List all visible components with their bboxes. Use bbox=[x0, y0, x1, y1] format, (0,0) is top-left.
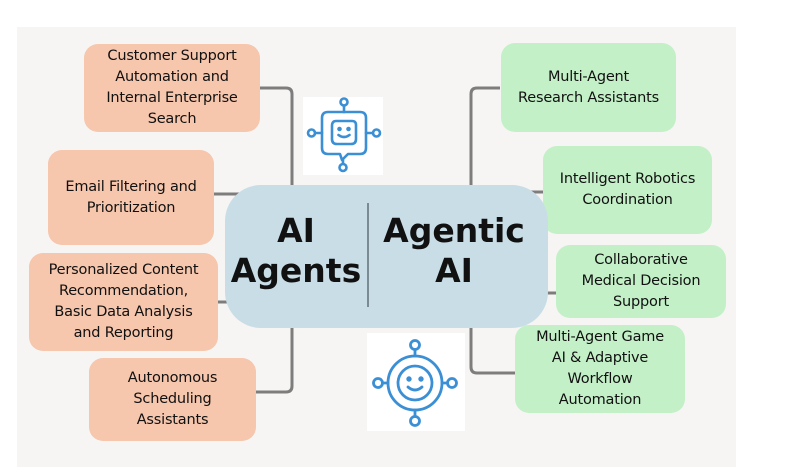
chatbot-robot-icon bbox=[303, 97, 383, 175]
item-label: Email Filtering and Prioritization bbox=[65, 178, 197, 216]
item-label: Intelligent Robotics Coordination bbox=[559, 171, 696, 208]
agentic-ai-title: Agentic AI bbox=[383, 211, 525, 290]
connector-game-workflow bbox=[469, 328, 515, 375]
item-label: Multi-Agent Game AI & Adaptive Workflow … bbox=[536, 329, 664, 408]
connector-autonomous-scheduling bbox=[256, 328, 294, 394]
connector-customer-support bbox=[258, 86, 294, 186]
center-divider bbox=[367, 203, 369, 307]
network-smiley-icon bbox=[367, 333, 465, 431]
item-label: Personalized Content Recommendation, Bas… bbox=[48, 262, 199, 341]
item-label: Customer Support Automation and Internal… bbox=[106, 48, 238, 127]
agentic-ai-item-research-assistants: Multi-Agent Research Assistants bbox=[501, 43, 676, 132]
ai-agents-item-personalized-content: Personalized Content Recommendation, Bas… bbox=[29, 253, 218, 351]
agentic-ai-item-medical-decision: Collaborative Medical Decision Support bbox=[556, 245, 726, 318]
ai-agents-item-email-filtering: Email Filtering and Prioritization bbox=[48, 150, 214, 245]
ai-agents-item-autonomous-scheduling: Autonomous Scheduling Assistants bbox=[89, 358, 256, 441]
item-label: Autonomous Scheduling Assistants bbox=[127, 370, 218, 428]
ai-agents-title: AI Agents bbox=[230, 211, 362, 290]
item-label: Multi-Agent Research Assistants bbox=[518, 68, 659, 106]
connector-multi-agent-research bbox=[469, 86, 500, 186]
center-node: AI Agents Agentic AI bbox=[225, 185, 548, 328]
item-label: Collaborative Medical Decision Support bbox=[581, 252, 701, 310]
agentic-ai-item-game-workflow: Multi-Agent Game AI & Adaptive Workflow … bbox=[515, 325, 685, 413]
agentic-ai-item-robotics-coordination: Intelligent Robotics Coordination bbox=[543, 146, 712, 234]
ai-agents-item-customer-support: Customer Support Automation and Internal… bbox=[84, 44, 260, 132]
